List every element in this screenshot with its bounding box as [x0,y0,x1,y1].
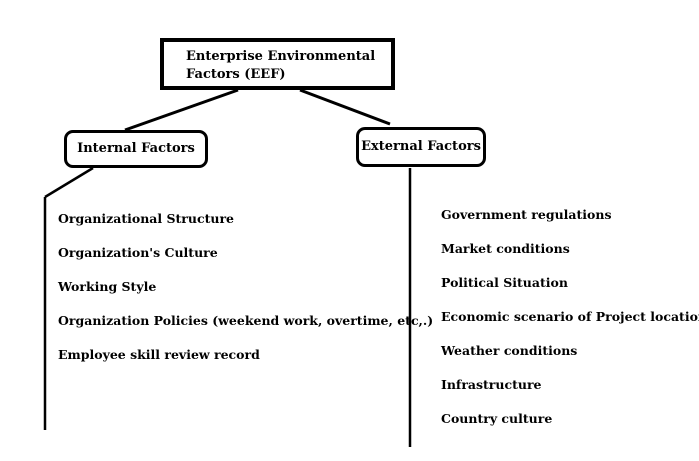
external-factors-list: Government regulations Market conditions… [441,207,699,445]
root-node-label-line2: Factors (EEF) [186,67,286,82]
root-to-external-connector [299,88,391,126]
external-factor-item: Market conditions [441,241,570,256]
external-factor-item: Weather conditions [441,343,578,358]
root-node-label-line1: Enterprise Environmental [186,49,376,64]
external-factor-item: Economic scenario of Project location [441,309,699,324]
external-factors-node: External Factors [356,127,486,167]
internal-factors-node: Internal Factors [64,130,208,168]
internal-factor-item: Employee skill review record [58,347,260,362]
internal-factor-item: Organization's Culture [58,245,218,260]
root-to-internal-connector [124,88,239,132]
internal-factors-title: Internal Factors [77,141,195,156]
external-factors-title: External Factors [361,139,481,154]
internal-factor-item: Organization Policies (weekend work, ove… [58,313,434,328]
external-factor-item: Infrastructure [441,377,542,392]
internal-factors-list: Organizational Structure Organization's … [58,211,433,381]
internal-factor-item: Organizational Structure [58,211,234,226]
external-factor-item: Political Situation [441,275,568,290]
external-factor-item: Country culture [441,411,553,426]
internal-branch-diagonal [44,166,94,199]
root-node-eef: Enterprise Environmental Factors (EEF) [160,38,395,90]
internal-factor-item: Working Style [58,279,157,294]
external-factor-item: Government regulations [441,207,612,222]
